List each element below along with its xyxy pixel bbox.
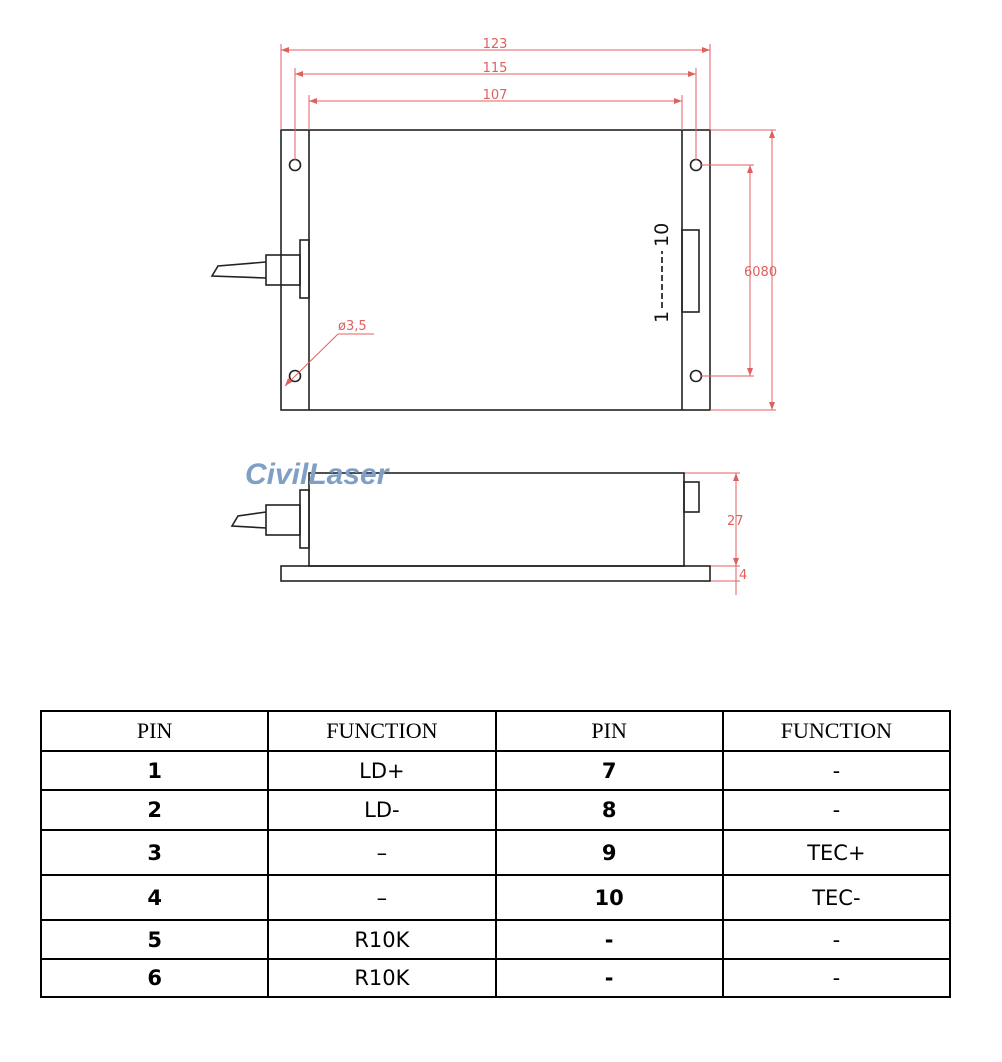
- function-cell: R10K: [267, 919, 497, 960]
- dim-width-holes: 115: [483, 61, 508, 76]
- table-row: 2 LD- 8 -: [39, 789, 952, 831]
- side-view: [230, 472, 711, 582]
- pin-cell: -: [494, 958, 724, 998]
- function-cell: -: [721, 789, 952, 831]
- dim-thickness-base: 4: [739, 568, 747, 583]
- function-cell: TEC-: [721, 874, 952, 921]
- fiber-ferrule: [265, 254, 301, 286]
- header-function-b: FUNCTION: [721, 710, 952, 752]
- dim-width-outer: 123: [483, 37, 508, 52]
- connector-block: [681, 229, 700, 313]
- table-row: 3 – 9 TEC+: [39, 829, 952, 876]
- pin-cell: 6: [39, 958, 270, 998]
- mount-hole-bottom-left: [288, 369, 302, 383]
- pin-cell: 2: [39, 789, 270, 831]
- watermark-logo: CivilLaser: [245, 458, 391, 491]
- side-view-connector: [683, 481, 700, 513]
- header-pin-a: PIN: [39, 710, 270, 752]
- pin-cell: 7: [494, 750, 724, 791]
- table-header-row: PIN FUNCTION PIN FUNCTION: [39, 710, 952, 752]
- function-cell: –: [267, 874, 497, 921]
- function-cell: -: [721, 750, 952, 791]
- dimension-arrows: [281, 47, 775, 566]
- top-view: [210, 129, 711, 411]
- dim-height: 6080: [744, 265, 777, 280]
- dim-thickness-body: 27: [727, 514, 744, 529]
- function-cell: -: [721, 919, 952, 960]
- pin-first-label: 1: [651, 311, 673, 323]
- pin-cell: 4: [39, 874, 270, 921]
- pin-cell: 5: [39, 919, 270, 960]
- pin-cell: 1: [39, 750, 270, 791]
- side-view-fiber-cable: [230, 511, 267, 529]
- function-cell: –: [267, 829, 497, 876]
- table-row: 4 – 10 TEC-: [39, 874, 952, 921]
- pin-last-label: 10: [651, 223, 673, 247]
- mount-hole-top-left: [288, 158, 302, 172]
- side-view-base: [280, 565, 711, 582]
- top-view-outline: [280, 129, 711, 411]
- pin-range-label: 1 10: [651, 223, 673, 323]
- fiber-flange: [299, 239, 310, 299]
- pin-cell: 3: [39, 829, 270, 876]
- side-view-fiber-flange: [299, 489, 310, 549]
- pin-cell: 8: [494, 789, 724, 831]
- fiber-cable: [210, 261, 267, 279]
- mechanical-drawing: 1 10 123 115 107 6080 ø3,5: [210, 37, 777, 595]
- table-row: 1 LD+ 7 -: [39, 750, 952, 791]
- pin-cell: -: [494, 919, 724, 960]
- mount-hole-bottom-right: [689, 369, 703, 383]
- dimension-lines: [280, 44, 776, 595]
- side-view-fiber-ferrule: [265, 504, 301, 536]
- function-cell: -: [721, 958, 952, 998]
- mount-hole-top-right: [689, 158, 703, 172]
- table-row: 5 R10K - -: [39, 919, 952, 960]
- pin-cell: 10: [494, 874, 724, 921]
- table-row: 6 R10K - -: [39, 958, 952, 998]
- function-cell: TEC+: [721, 829, 952, 876]
- dim-hole-diameter: ø3,5: [338, 319, 367, 334]
- dim-width-inner: 107: [483, 88, 508, 103]
- function-cell: LD+: [267, 750, 497, 791]
- pin-cell: 9: [494, 829, 724, 876]
- header-pin-b: PIN: [494, 710, 724, 752]
- function-cell: R10K: [267, 958, 497, 998]
- pin-function-table: PIN FUNCTION PIN FUNCTION 1 LD+ 7 - 2 LD…: [39, 710, 952, 998]
- function-cell: LD-: [267, 789, 497, 831]
- header-function-a: FUNCTION: [267, 710, 497, 752]
